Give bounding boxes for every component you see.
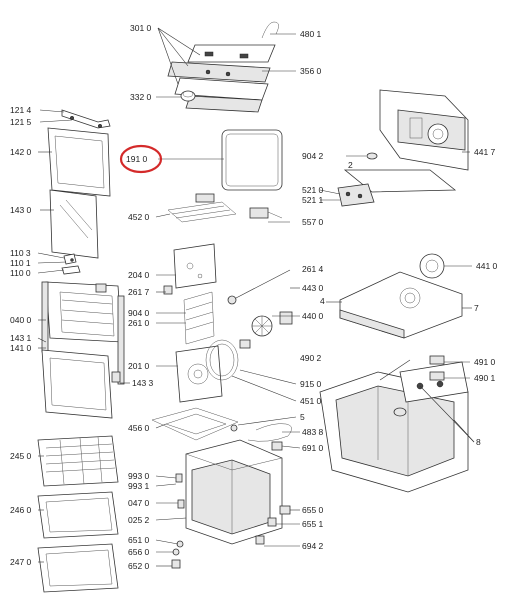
outer-casing-part — [319, 361, 469, 493]
part-label[interactable]: 904 2 — [302, 151, 324, 161]
part-label[interactable]: 441 0 — [476, 261, 498, 271]
part-label[interactable]: 110 0 — [10, 268, 31, 278]
switch-parts — [393, 355, 445, 417]
small-fastener-parts — [171, 505, 291, 569]
part-label[interactable]: 655 1 — [302, 519, 324, 529]
fan-assembly-part — [227, 295, 293, 337]
part-label[interactable]: 4 — [320, 296, 325, 306]
part-label[interactable]: 521 0 — [302, 185, 324, 195]
outer-door-glass-part — [47, 127, 111, 197]
top-cover-assembly — [343, 89, 469, 193]
part-label[interactable]: 261 4 — [302, 264, 324, 274]
part-label[interactable]: 141 0 — [10, 343, 32, 353]
part-label[interactable]: 451 0 — [300, 396, 322, 406]
part-label[interactable]: 191 0 — [126, 154, 148, 164]
part-label[interactable]: 261 7 — [128, 287, 150, 297]
part-label[interactable]: 121 4 — [10, 105, 32, 115]
part-label[interactable]: 332 0 — [130, 92, 152, 102]
control-knob-part — [180, 90, 196, 102]
part-label[interactable]: 652 0 — [128, 561, 150, 571]
control-board-part — [337, 183, 375, 207]
part-label[interactable]: 656 0 — [128, 547, 150, 557]
part-label[interactable]: 993 1 — [128, 481, 150, 491]
wire-rack-part — [37, 435, 119, 487]
part-label[interactable]: 8 — [476, 437, 481, 447]
rear-cover-top-part — [339, 253, 463, 339]
part-label[interactable]: 201 0 — [128, 361, 150, 371]
part-label[interactable]: 483 8 — [302, 427, 324, 437]
part-label[interactable]: 247 0 — [10, 557, 32, 567]
door-gasket-part — [221, 129, 283, 191]
part-label[interactable]: 441 7 — [474, 147, 496, 157]
door-handle-part — [61, 109, 111, 129]
part-label[interactable]: 694 2 — [302, 541, 324, 551]
part-label[interactable]: 993 0 — [128, 471, 150, 481]
part-label[interactable]: 491 0 — [474, 357, 496, 367]
part-label[interactable]: 110 3 — [10, 248, 31, 258]
part-label[interactable]: 301 0 — [130, 23, 152, 33]
part-label[interactable]: 5 — [300, 412, 305, 422]
thermostat-part — [249, 207, 283, 219]
door-hinge-parts — [61, 253, 81, 275]
part-label[interactable]: 121 5 — [10, 117, 32, 127]
part-label[interactable]: 2 — [348, 160, 353, 170]
part-label[interactable]: 691 0 — [302, 443, 324, 453]
part-label[interactable]: 143 1 — [10, 333, 32, 343]
part-label[interactable]: 904 0 — [128, 308, 150, 318]
part-label[interactable]: 521 1 — [302, 195, 324, 205]
rear-fan-cover-part — [175, 339, 251, 403]
part-label[interactable]: 456 0 — [128, 423, 150, 433]
part-label[interactable]: 7 — [474, 303, 479, 313]
part-label[interactable]: 356 0 — [300, 66, 322, 76]
part-label[interactable]: 245 0 — [10, 451, 32, 461]
oven-cavity-part — [175, 439, 283, 545]
part-label[interactable]: 047 0 — [128, 498, 150, 508]
baking-tray-part — [37, 491, 119, 539]
control-panel-assembly — [167, 21, 279, 113]
part-label[interactable]: 246 0 — [10, 505, 32, 515]
part-number-labels: 301 0 480 1 356 0 332 0 121 4 121 5 142 … — [10, 23, 498, 571]
part-label[interactable]: 452 0 — [128, 212, 150, 222]
part-label[interactable]: 143 0 — [10, 205, 32, 215]
part-label[interactable]: 261 0 — [128, 318, 150, 328]
leader-lines — [37, 27, 475, 567]
inner-glass-part — [49, 189, 99, 259]
part-label[interactable]: 480 1 — [300, 29, 322, 39]
part-label[interactable]: 490 1 — [474, 373, 496, 383]
screw-part — [163, 285, 173, 295]
part-label[interactable]: 443 0 — [302, 283, 324, 293]
grill-element-part — [167, 193, 237, 223]
part-label[interactable]: 915 0 — [300, 379, 322, 389]
part-label[interactable]: 490 2 — [300, 353, 322, 363]
side-rack-part — [183, 291, 215, 345]
part-label[interactable]: 025 2 — [128, 515, 150, 525]
deep-tray-part — [37, 543, 119, 593]
part-label[interactable]: 110 1 — [10, 258, 31, 268]
part-label[interactable]: 204 0 — [128, 270, 150, 280]
part-label[interactable]: 142 0 — [10, 147, 32, 157]
part-label[interactable]: 143 3 — [132, 378, 154, 388]
part-label[interactable]: 651 0 — [128, 535, 150, 545]
highlight-ring — [119, 144, 163, 174]
bottom-element-part — [151, 407, 239, 441]
part-label[interactable]: 040 0 — [10, 315, 32, 325]
part-label[interactable]: 440 0 — [302, 311, 324, 321]
part-label[interactable]: 557 0 — [302, 217, 324, 227]
door-frame-assembly — [41, 281, 125, 419]
part-label[interactable]: 655 0 — [302, 505, 324, 515]
rear-panel-part — [173, 243, 217, 289]
